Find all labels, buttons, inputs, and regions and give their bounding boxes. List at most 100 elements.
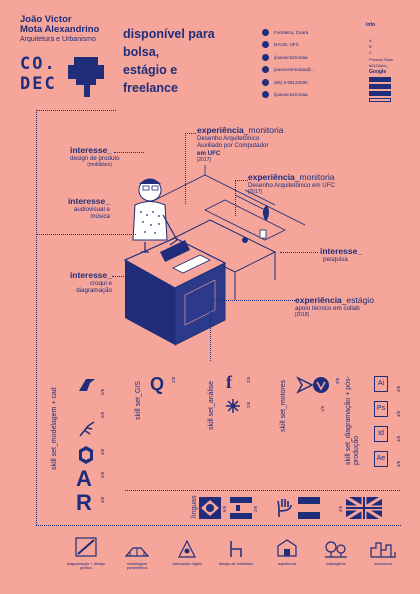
int-audiovisual-line-2: música <box>90 213 110 221</box>
level-english: 4/6 <box>338 505 343 512</box>
illustrator-icon: Ai <box>374 376 388 392</box>
logo: CO. DEC <box>20 55 105 103</box>
int-pesquisa-title: interesse_ <box>320 246 363 256</box>
level-portuguese: 6/6 <box>222 505 227 512</box>
int-croqui-line-1: croqui e <box>89 280 112 287</box>
skill-label-modelagem: skill set_modelagem + cad <box>51 387 58 470</box>
exp-estagio-line-1: apoio técnico em collab <box>295 305 360 312</box>
level-qgis: 2/6 <box>171 376 176 383</box>
bottom-label-paisagismo: paisagismo <box>326 561 346 566</box>
contact-whatsapp[interactable]: (85) 9 99124290 <box>262 79 308 86</box>
contact-email[interactable]: joaovictormotaa@… <box>262 66 316 73</box>
headline-line-2: bolsa, <box>123 45 160 59</box>
level-depthmap: 2/6 <box>246 401 251 408</box>
autocad-icon: A <box>76 466 92 491</box>
headline-line-4: freelance <box>123 81 178 95</box>
info-swatch-2 <box>369 84 391 89</box>
name-line-1: João Victor <box>20 14 72 25</box>
headline-line-1: disponível para <box>123 27 215 41</box>
modelagem-parametrica-icon <box>125 547 149 557</box>
diagramacao-icon <box>75 537 97 557</box>
pinterest-icon <box>262 54 269 61</box>
languages-label: línguas <box>191 495 198 518</box>
desk-illustration <box>123 165 306 346</box>
whatsapp-icon <box>262 79 269 86</box>
contact-issuu-text: /joaovictormotaa <box>274 92 308 97</box>
level-unity: 1/6 <box>320 405 325 412</box>
flag-spain-icon <box>230 497 252 519</box>
level-illustrator: 4/6 <box>396 385 401 392</box>
exp-estagio: experiência_estágio apoio técnico em col… <box>295 295 374 320</box>
contact-issuu[interactable]: /joaovictormotaa <box>262 91 308 98</box>
level-aftereffects: 4/6 <box>396 460 401 467</box>
mobiliario-icon <box>230 541 242 557</box>
flag-argentina-icon <box>298 497 320 519</box>
bottom-label-mobiliario: design de mobiliário <box>218 561 254 566</box>
skill-label-analise: skill set_análise <box>208 380 215 430</box>
mail-icon <box>262 66 269 73</box>
int-croqui-line-2: diagramação <box>76 287 112 295</box>
exp-monitoria-1-line-2: Auxiliado por Computador <box>197 142 269 150</box>
info-font-name: Product Sans <box>369 57 394 62</box>
paisagismo-icon <box>325 541 347 558</box>
contact-pinterest[interactable]: /joaovictormotaa <box>262 54 308 61</box>
flag-brazil-icon <box>199 497 221 519</box>
headline-line-3: estágio e <box>123 63 178 77</box>
skill-label-motores: skill set_motores <box>280 379 287 432</box>
skill-label-gis: skill set_GIS <box>135 381 142 420</box>
urbanismo-icon <box>370 542 396 558</box>
bottom-label-urbanismo: urbanismo <box>373 561 393 566</box>
info-item-a: A <box>369 38 372 43</box>
logo-tree-icon <box>68 57 104 97</box>
contact-school-text: DAUD, UFC <box>274 42 300 47</box>
info-box: info A B C Product Sans #0123abc_ Google <box>366 22 396 102</box>
exp-estagio-title-a: experiência <box>295 295 342 305</box>
level-sketchup: 4/6 <box>100 448 105 455</box>
grasshopper-icon <box>79 421 95 437</box>
contact-location-text: Fortaleza, Ceará <box>274 30 309 35</box>
dotted-frame-top <box>36 110 116 112</box>
level-rhino: 5/6 <box>100 388 105 395</box>
level-vray: 3/6 <box>335 377 340 384</box>
exp-monitoria-2-title-b: _monitoria <box>294 172 335 182</box>
int-pesquisa-line-1: pesquisa <box>323 256 348 263</box>
fragstats-icon: f <box>226 372 232 392</box>
int-design-line-1: design de produto <box>70 155 120 162</box>
leader-int-pesquisa <box>280 252 318 254</box>
info-google: Google <box>369 69 387 75</box>
pin-icon <box>262 29 269 36</box>
int-pesquisa: interesse_ pesquisa <box>320 246 362 263</box>
contact-location: Fortaleza, Ceará <box>262 29 308 36</box>
info-item-b: B <box>369 44 372 49</box>
exp-estagio-title-b: _estágio <box>341 295 374 305</box>
photoshop-icon: Ps <box>374 401 388 417</box>
int-audiovisual-line-1: audiovisual e <box>73 206 110 213</box>
level-photoshop: 4/6 <box>396 410 401 417</box>
info-swatch-4 <box>369 98 391 102</box>
exp-monitoria-1: experiência_monitoria Desenho Arquitetôn… <box>197 125 283 165</box>
indesign-icon: Id <box>374 426 388 442</box>
info-swatch-1 <box>369 77 391 82</box>
logo-line-2: DEC <box>20 74 57 94</box>
vray-icon <box>313 377 329 393</box>
level-revit: 4/6 <box>100 496 105 503</box>
arquitetura-icon <box>277 539 297 557</box>
depthmap-icon <box>226 399 240 413</box>
exp-monitoria-1-line-3: em UFC <box>197 149 221 157</box>
int-croqui: interesse_ croqui e diagramação <box>52 270 112 295</box>
headline: disponível para bolsa, estágio e freelan… <box>123 25 215 97</box>
bottom-label-arquitetura: arquitetura <box>277 561 297 566</box>
info-color-code: #0123abc_ <box>369 63 389 68</box>
exp-estagio-year: [2018] <box>295 312 309 319</box>
leader-int-design <box>114 152 144 154</box>
int-design-title: interesse_ <box>70 145 113 155</box>
info-item-c: C <box>369 50 372 55</box>
info-swatch-3 <box>369 91 391 96</box>
bottom-label-modelagem: modelagem paramétrica <box>126 561 148 571</box>
level-indesign: 4/6 <box>396 435 401 442</box>
dotted-frame-left <box>36 110 38 525</box>
skill-label-diagramacao: skill set_diagramação + pós-produção <box>345 376 360 465</box>
int-audiovisual-title: interesse_ <box>67 196 110 206</box>
leader-exp-monitoria-2 <box>235 180 248 216</box>
rhino-icon <box>79 379 95 391</box>
